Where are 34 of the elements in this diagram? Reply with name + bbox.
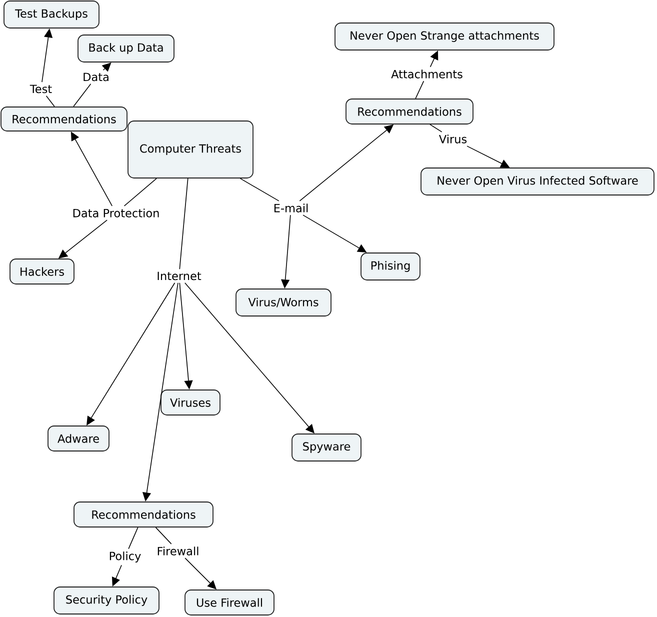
concept-box: Never Open Virus Infected Software: [420, 168, 654, 196]
concept-box: Viruses: [160, 390, 220, 416]
connector-line: [240, 178, 280, 202]
linking-phrase: Virus: [439, 134, 467, 144]
connector-line: [73, 83, 92, 107]
connector-line: [155, 527, 172, 544]
linking-phrase: Data: [84, 72, 108, 82]
concept-box: Hackers: [10, 258, 74, 284]
connector-line: [128, 527, 138, 550]
linking-phrase: Internet: [158, 272, 202, 280]
concept-box: Phising: [360, 252, 420, 280]
linking-phrase: Test: [30, 84, 52, 94]
concept-box: Use Firewall: [184, 590, 274, 616]
concept-box: Virus/Worms: [236, 288, 332, 316]
linking-phrase: Data Protection: [73, 208, 159, 218]
concept-box: Spyware: [292, 434, 362, 462]
concept-box: Recommendations: [74, 502, 214, 528]
concept-box: Recommendations: [346, 98, 474, 124]
concept-box: Test Backups: [4, 0, 100, 28]
concept-box: Recommendations: [0, 106, 128, 132]
connector-line: [179, 178, 188, 270]
concept-box: Computer Threats: [128, 120, 254, 178]
concept-box: Adware: [48, 426, 110, 452]
connector-line: [430, 124, 442, 132]
linking-phrase: Firewall: [158, 546, 198, 556]
linking-phrase: Policy: [110, 552, 141, 562]
concept-box: Security Policy: [54, 586, 160, 614]
linking-phrase: Attachments: [391, 70, 462, 78]
concept-box: Never Open Strange attachments: [334, 22, 554, 50]
concept-box: Back up Data: [78, 34, 174, 62]
connector-line: [415, 80, 424, 99]
connector-line: [46, 95, 55, 107]
linking-phrase: E-mail: [274, 204, 308, 212]
connector-line: [124, 178, 157, 206]
